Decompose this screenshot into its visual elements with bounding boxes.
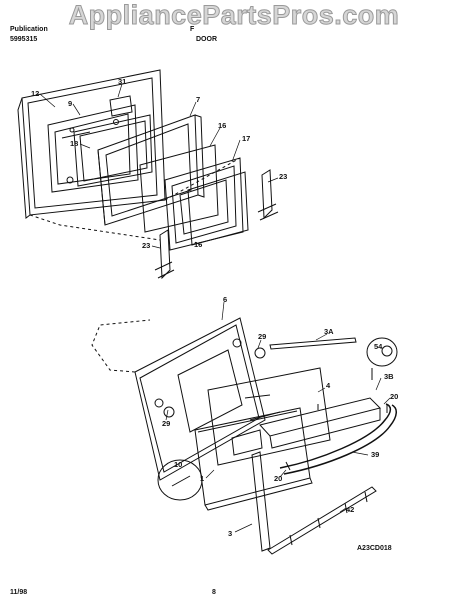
diagram-code: A23CD018 <box>357 545 392 552</box>
section-title-2: DOOR <box>196 36 217 43</box>
frame-part <box>97 114 205 226</box>
footer-date: 11/98 <box>10 589 28 596</box>
gasket-part <box>61 95 153 187</box>
glass-pane-part <box>139 144 249 246</box>
publication-label: Publication <box>10 26 48 33</box>
callout-3: 3 <box>228 529 233 538</box>
callout-20-lower: 20 <box>274 474 283 483</box>
callout-54: 54 <box>374 342 383 351</box>
publication-number: 5995315 <box>10 36 38 43</box>
footer-page-number: 8 <box>212 589 216 596</box>
inner-panel-part <box>164 157 244 251</box>
callout-23-right: 23 <box>279 172 288 181</box>
outer-door-panel-part <box>134 317 266 481</box>
callout-29-lower: 29 <box>162 419 171 428</box>
door-liner-part <box>17 69 166 219</box>
callout-12: 12 <box>31 89 40 98</box>
callout-6: 6 <box>223 295 228 304</box>
callout-20-right: 20 <box>390 392 399 401</box>
callout-10: 10 <box>174 460 183 469</box>
callout-17: 17 <box>242 134 251 143</box>
section-title-1: F <box>190 26 195 33</box>
callout-31: 31 <box>118 77 127 86</box>
handle-rail-part <box>259 397 381 449</box>
callout-1: 1 <box>200 474 205 483</box>
trim-strip-part <box>269 337 357 350</box>
watermark-logo: AppliancePartsPros.com <box>68 0 400 31</box>
bottom-trim-part <box>267 486 377 555</box>
callout-9: 9 <box>68 99 73 108</box>
callout-39: 39 <box>371 450 380 459</box>
part-54-detail <box>366 337 398 367</box>
callout-4: 4 <box>326 381 331 390</box>
callout-16-upper: 16 <box>218 121 227 130</box>
callout-42: 42 <box>346 505 355 514</box>
part-10-detail <box>157 459 203 501</box>
callout-7: 7 <box>196 95 201 104</box>
callout-3b: 3B <box>384 372 394 381</box>
callout-23-left: 23 <box>142 241 151 250</box>
callout-18: 18 <box>70 139 79 148</box>
callout-3a: 3A <box>324 327 334 336</box>
hinge-part <box>154 169 279 280</box>
handle-part <box>279 403 397 475</box>
screw-part <box>163 345 393 471</box>
callout-29-upper: 29 <box>258 332 267 341</box>
callout-16-lower: 16 <box>194 240 203 249</box>
side-trim-part <box>251 451 271 552</box>
